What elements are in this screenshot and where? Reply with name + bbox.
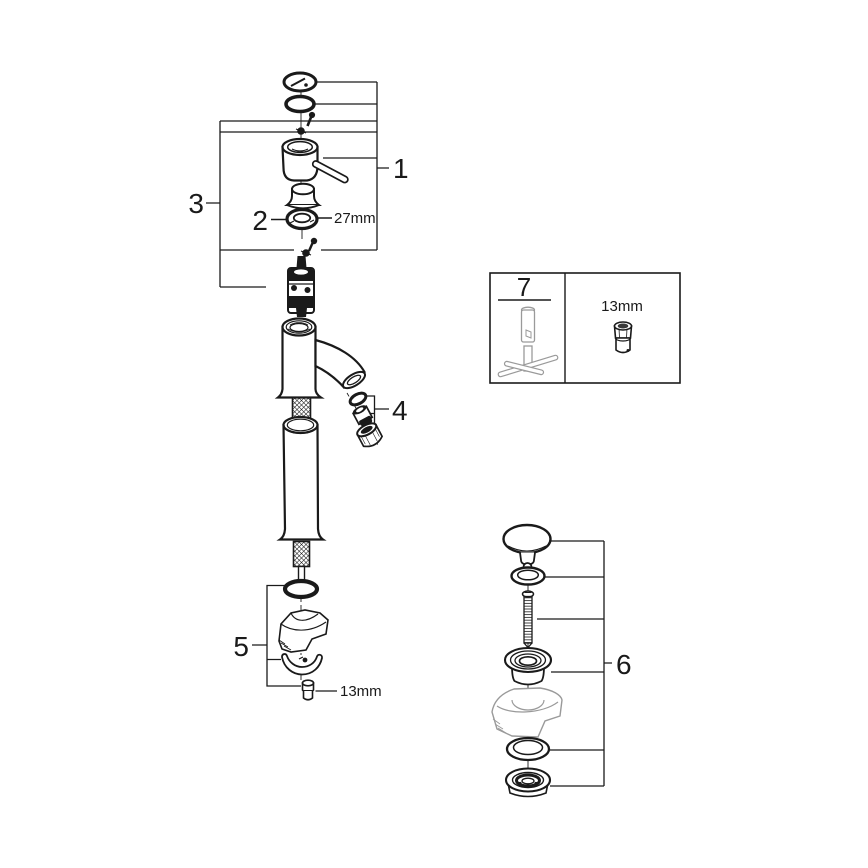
drain-washer <box>505 736 551 762</box>
spout-outlet <box>341 370 367 390</box>
handle-cap-indicator <box>282 71 318 93</box>
threaded-stud <box>292 540 311 587</box>
callout-bracket-6 <box>537 540 612 787</box>
horseshoe-washer <box>281 653 323 676</box>
cartridge-screw <box>307 237 318 252</box>
callout-6-label: 6 <box>616 649 632 680</box>
base-o-ring <box>282 578 320 600</box>
escutcheon-dome <box>284 182 322 210</box>
drain-plug-cap <box>502 523 552 572</box>
aerator-housing <box>356 422 384 448</box>
ring-size-label: 27mm <box>334 210 376 227</box>
socket-nut-13mm <box>613 321 633 354</box>
mounting-tool <box>497 306 559 378</box>
sink-cutaway-wedge <box>491 687 563 738</box>
mounting-nut-13mm <box>301 679 315 701</box>
callout-bracket-5 <box>252 584 337 692</box>
handle-lever-arm <box>311 160 349 184</box>
drain-strainer-flange <box>503 646 553 686</box>
mounting-wedge <box>278 609 329 653</box>
callout-2-label: 2 <box>252 205 268 236</box>
riser-column <box>276 415 327 541</box>
handle-grub-nut <box>295 127 307 135</box>
socket-nut-size-label: 13mm <box>601 298 643 315</box>
drain-seal-ring <box>510 566 546 586</box>
center-axis-lines <box>300 91 529 769</box>
callout-5-label: 5 <box>233 631 249 662</box>
aerator-washer <box>348 391 368 407</box>
drain-screw <box>521 590 535 649</box>
shroud-ring-27mm <box>285 207 319 231</box>
callout-leader-2 <box>271 217 332 221</box>
handle-o-ring <box>284 94 316 114</box>
callout-3-label: 3 <box>188 188 204 219</box>
callout-4-label: 4 <box>392 395 408 426</box>
cartridge-nut <box>300 249 312 257</box>
lever-handle <box>281 137 349 184</box>
handle-screw <box>306 111 316 127</box>
drain-lower-body <box>504 767 552 798</box>
faucet-body-spout <box>274 317 367 399</box>
callout-bracket-1 <box>314 81 389 250</box>
mounting-nut-size-label: 13mm <box>340 683 382 700</box>
cartridge <box>287 256 315 317</box>
callout-1-label: 1 <box>393 153 409 184</box>
callout-7-label: 7 <box>517 272 531 302</box>
tool-box-7 <box>489 272 681 384</box>
